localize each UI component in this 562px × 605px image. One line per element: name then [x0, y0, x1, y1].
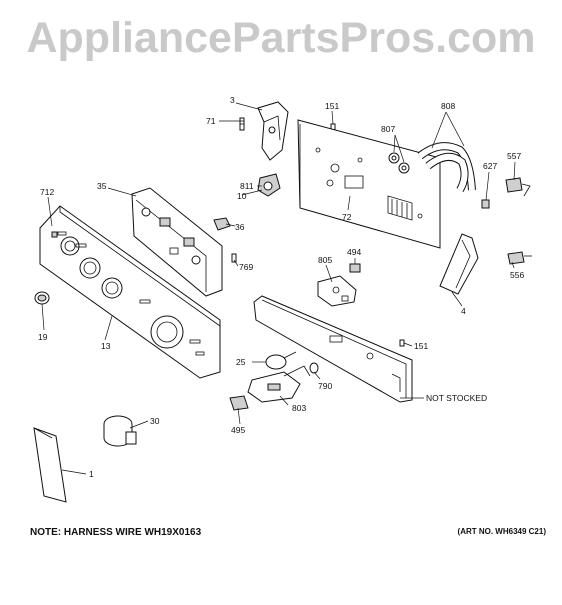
callout-13: 13 [101, 341, 111, 351]
callout-151-top: 151 [325, 101, 339, 111]
callout-3: 3 [230, 95, 235, 105]
part-811-tube [211, 158, 255, 178]
callout-1: 1 [89, 469, 94, 479]
harness-note: NOTE: HARNESS WIRE WH19X0163 [30, 527, 202, 538]
callout-10: 10 [237, 191, 247, 201]
part-3-bracket [257, 101, 289, 161]
part-790-clip [309, 362, 319, 374]
callout-36: 36 [235, 222, 245, 232]
callout-495: 495 [231, 425, 245, 435]
callout-494: 494 [347, 247, 361, 257]
callout-712: 712 [40, 187, 54, 197]
part-72-back-panel [297, 119, 441, 249]
part-803-switch [247, 365, 311, 403]
callout-627: 627 [483, 161, 497, 171]
callout-807: 807 [381, 124, 395, 134]
callout-805: 805 [318, 255, 332, 265]
callout-72: 72 [342, 212, 352, 222]
part-807-inlet-fittings [388, 152, 410, 174]
part-10-pressure-switch [257, 173, 281, 197]
callout-811: 811 [240, 181, 254, 191]
part-36-clip [213, 217, 231, 231]
callout-35: 35 [97, 181, 107, 191]
callout-790: 790 [318, 381, 332, 391]
part-494-clip [349, 263, 361, 273]
callout-803: 803 [292, 403, 306, 413]
part-13-control-panel [39, 205, 221, 379]
callout-25: 25 [236, 357, 246, 367]
part-495-clip [229, 395, 249, 411]
part-4-bracket [439, 233, 479, 295]
callout-19: 19 [38, 332, 48, 342]
callout-71: 71 [206, 116, 216, 126]
callout-labels: 3 71 151 808 807 557 627 811 10 712 35 3… [38, 95, 524, 479]
part-30-capacitor [103, 415, 137, 447]
callout-808: 808 [441, 101, 455, 111]
part-19-knob [34, 291, 50, 305]
callout-not-stocked: NOT STOCKED [426, 393, 487, 403]
art-number: (ART NO. WH6349 C21) [457, 527, 546, 536]
watermark: AppliancePartsPros.com [26, 14, 536, 62]
part-769-screw [231, 253, 237, 263]
callout-4: 4 [461, 306, 466, 316]
callout-557: 557 [507, 151, 521, 161]
part-71-screw [239, 117, 245, 131]
leader-lines [41, 102, 516, 475]
part-1-literature [33, 427, 67, 503]
part-35-control-board [131, 187, 223, 297]
part-627-clip [481, 199, 490, 209]
callout-769: 769 [239, 262, 253, 272]
part-556-sensor [507, 251, 532, 265]
part-805-lid-lock [317, 275, 357, 307]
part-808-hoses [417, 142, 476, 192]
callout-30: 30 [150, 416, 160, 426]
callout-151-lower: 151 [414, 341, 428, 351]
part-151-screw-lower [399, 339, 405, 347]
part-main-top-cover [253, 295, 413, 403]
part-557-sensor [505, 177, 531, 197]
part-25-cap [265, 351, 297, 370]
callout-556: 556 [510, 270, 524, 280]
